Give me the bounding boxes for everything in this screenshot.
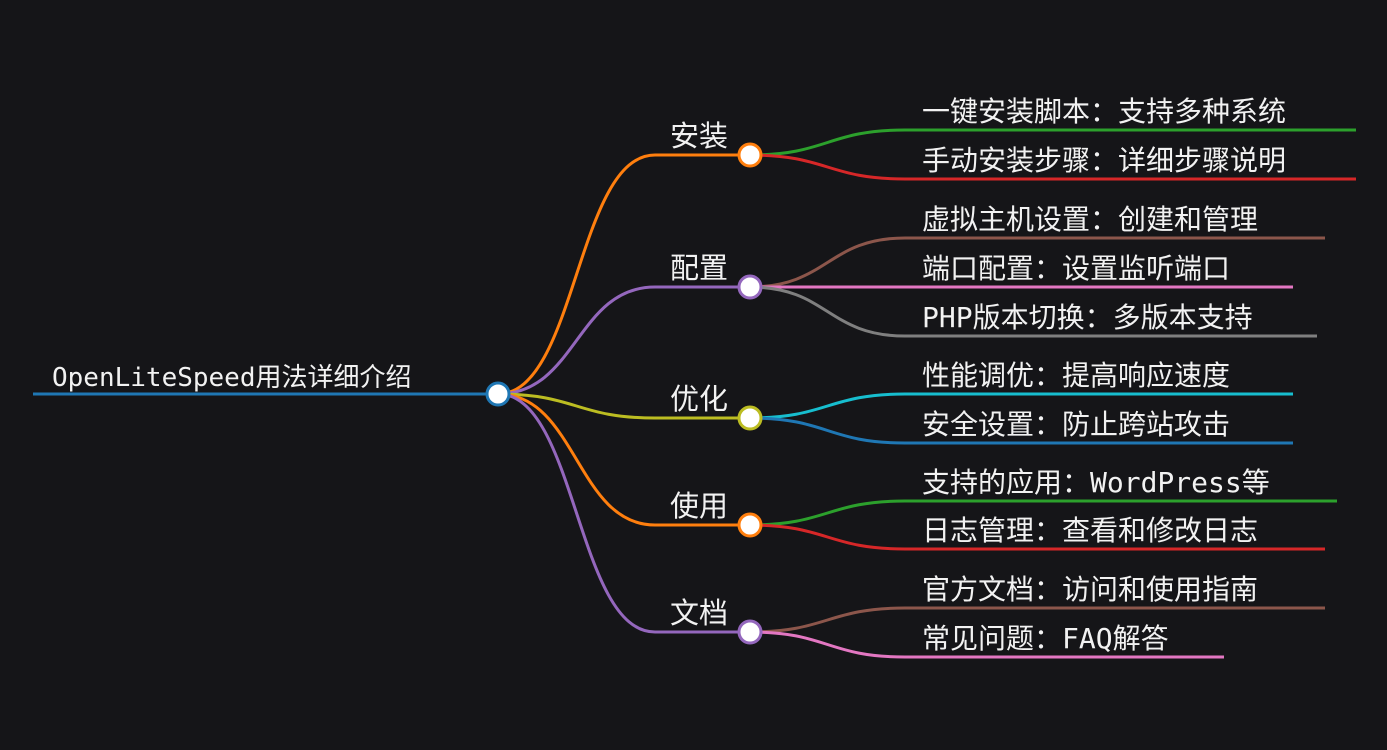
leaf-edge bbox=[749, 523, 906, 551]
leaf-edge bbox=[749, 416, 906, 445]
leaf-edge bbox=[749, 606, 906, 634]
leaf-label: 虚拟主机设置：创建和管理 bbox=[922, 203, 1258, 236]
leaf-label: 性能调优：提高响应速度 bbox=[922, 359, 1230, 392]
branch-node[interactable] bbox=[737, 619, 763, 645]
mindmap-nodes bbox=[485, 142, 763, 645]
leaf-label: 端口配置：设置监听端口 bbox=[922, 252, 1230, 285]
leaf-label: 安全设置：防止跨站攻击 bbox=[922, 408, 1230, 441]
branch-node[interactable] bbox=[737, 405, 763, 431]
leaf-edge bbox=[749, 285, 906, 338]
leaf-label: PHP版本切换：多版本支持 bbox=[922, 301, 1253, 334]
branch-edge bbox=[497, 392, 656, 527]
root-label: OpenLiteSpeed用法详细介绍 bbox=[52, 363, 412, 393]
branch-label: 配置 bbox=[670, 251, 728, 285]
leaf-edge bbox=[749, 128, 906, 157]
leaf-edge bbox=[749, 630, 906, 659]
leaf-label: 手动安装步骤：详细步骤说明 bbox=[922, 144, 1286, 177]
leaf-edge bbox=[749, 153, 906, 181]
branch-node[interactable] bbox=[737, 274, 763, 300]
leaf-label: 常见问题：FAQ解答 bbox=[922, 622, 1169, 655]
mindmap-underlines bbox=[33, 128, 1356, 659]
branch-label: 使用 bbox=[670, 489, 728, 523]
branch-edge bbox=[497, 392, 656, 420]
branch-node[interactable] bbox=[737, 142, 763, 168]
branch-edge bbox=[497, 392, 656, 634]
branch-label: 优化 bbox=[670, 382, 728, 416]
branch-node[interactable] bbox=[737, 512, 763, 538]
branch-edge bbox=[497, 285, 656, 396]
leaf-label: 官方文档：访问和使用指南 bbox=[922, 573, 1258, 606]
branch-label: 安装 bbox=[670, 119, 728, 153]
branch-label: 文档 bbox=[670, 596, 728, 630]
root-node[interactable] bbox=[485, 381, 511, 407]
branch-edge bbox=[497, 153, 656, 396]
leaf-label: 一键安装脚本：支持多种系统 bbox=[922, 95, 1286, 128]
mindmap-edges bbox=[497, 128, 906, 659]
leaf-edge bbox=[749, 499, 906, 527]
leaf-edge bbox=[749, 392, 906, 420]
leaf-label: 日志管理：查看和修改日志 bbox=[922, 514, 1258, 547]
mindmap-labels: OpenLiteSpeed用法详细介绍 安装 一键安装脚本：支持多种系统手动安装步骤… bbox=[52, 95, 1286, 655]
leaf-edge bbox=[749, 236, 906, 289]
leaf-label: 支持的应用：WordPress等 bbox=[922, 466, 1270, 499]
